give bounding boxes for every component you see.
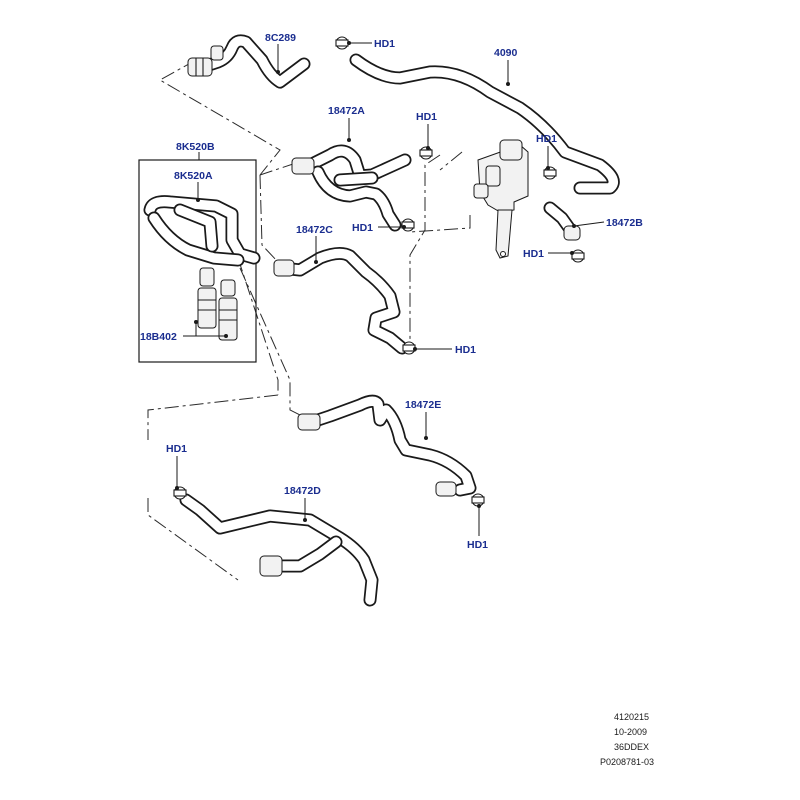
coupling-18b402	[197, 267, 238, 341]
callout-hd1-top: HD1	[374, 38, 395, 50]
callout-8c289: 8C289	[265, 32, 296, 44]
clamp-hd1-b	[571, 249, 585, 263]
callout-18b402: 18B402	[140, 331, 177, 343]
callout-18472e: 18472E	[405, 399, 441, 411]
callout-hd1-c: HD1	[455, 344, 476, 356]
callout-4090: 4090	[494, 47, 518, 59]
callout-8k520b: 8K520B	[176, 141, 215, 153]
clamp-hd1-a	[419, 146, 433, 160]
callout-8k520a: 8K520A	[174, 170, 213, 182]
hose-18472b[interactable]	[543, 201, 581, 241]
hose-4090[interactable]	[349, 53, 620, 195]
clamp-hd1-c	[402, 341, 416, 355]
heater-valve	[473, 139, 529, 259]
clamp-hd1-e	[471, 493, 485, 507]
hose-18472a[interactable]	[291, 144, 412, 232]
hose-18472c[interactable]	[273, 246, 409, 355]
callout-18472a: 18472A	[328, 105, 365, 117]
ref-code: 4120215	[614, 712, 649, 722]
callout-hd1-d-left: HD1	[166, 443, 187, 455]
reference-block: 4120215 10-2009 36DDEX P0208781-03	[600, 712, 654, 767]
clamp-hd1-top	[335, 36, 349, 50]
leader-lines	[175, 41, 605, 536]
hose-18472e[interactable]	[297, 394, 477, 497]
callout-hd1-left: HD1	[352, 222, 373, 234]
callout-hd1-e: HD1	[467, 539, 488, 551]
callout-hd1-b: HD1	[523, 248, 544, 260]
hose-kit-8k520a[interactable]	[143, 195, 261, 267]
ref-part-no: P0208781-03	[600, 757, 654, 767]
hose-8c289[interactable]	[187, 34, 311, 89]
callout-hd1-valve: HD1	[536, 133, 557, 145]
clamp-hd1-left	[401, 218, 415, 232]
callout-18472b: 18472B	[606, 217, 643, 229]
callout-hd1-a: HD1	[416, 111, 437, 123]
clamp-hd1-valve	[543, 166, 557, 180]
ref-date: 10-2009	[614, 727, 647, 737]
callout-18472c: 18472C	[296, 224, 333, 236]
callout-18472d: 18472D	[284, 485, 321, 497]
hose-18472d[interactable]	[179, 493, 379, 607]
ref-variant: 36DDEX	[614, 742, 649, 752]
